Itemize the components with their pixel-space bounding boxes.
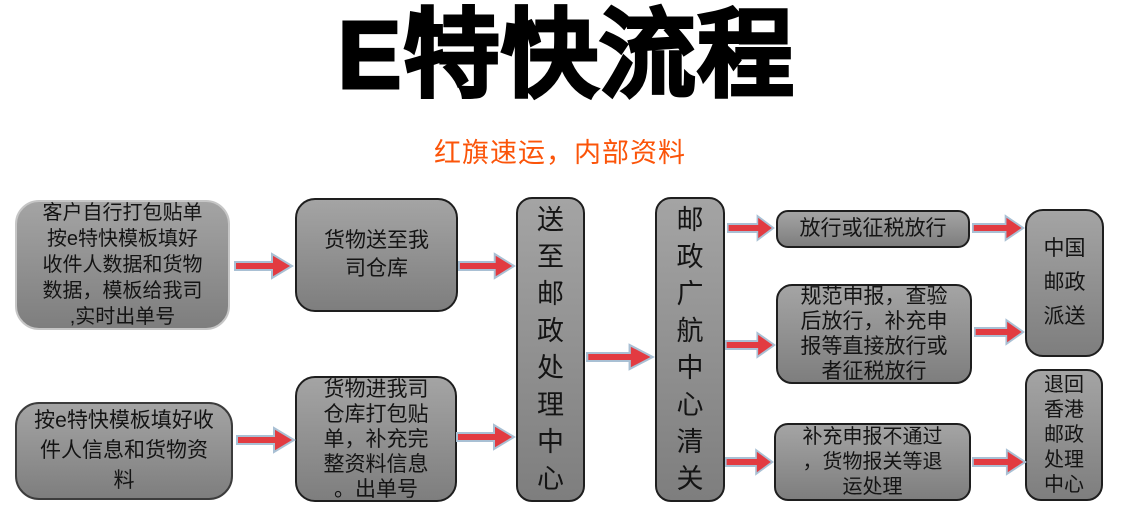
- node-label: 邮政广航中心清关: [676, 204, 704, 494]
- node-label: 货物进我司仓库打包贴单，补充完整资料信息。出单号: [323, 377, 429, 501]
- node-fill-template-info: 按e特快模板填好收件人信息和货物资料: [15, 402, 233, 500]
- node-self-pack-fill-template: 客户自行打包贴单按e特快模板填好收件人数据和货物数据，模板给我司,实时出单号: [15, 200, 230, 330]
- node-standard-declaration-release: 规范申报，查验后放行，补充申报等直接放行或者征税放行: [776, 284, 972, 384]
- node-label: 退回香港邮政处理中心: [1044, 373, 1084, 496]
- node-label: 送至邮政处理中心: [537, 204, 564, 494]
- right-arrow-icon: [236, 425, 296, 455]
- node-post-processing-center: 送至邮政处理中心: [516, 197, 585, 502]
- node-label: 客户自行打包贴单按e特快模板填好收件人数据和货物数据，模板给我司,实时出单号: [42, 202, 203, 328]
- node-label: 按e特快模板填好收件人信息和货物资料: [34, 409, 214, 492]
- node-label: 规范申报，查验后放行，补充申报等直接放行或者征税放行: [800, 285, 948, 383]
- node-goods-to-warehouse: 货物送至我司仓库: [295, 198, 458, 312]
- node-return-hk-post-center: 退回香港邮政处理中心: [1025, 369, 1103, 501]
- right-arrow-icon: [725, 330, 776, 360]
- node-goods-warehouse-pack: 货物进我司仓库打包贴单，补充完整资料信息。出单号: [295, 376, 457, 502]
- node-label: 货物送至我司仓库: [324, 229, 429, 280]
- node-declaration-failed-return: 补充申报不通过，货物报关等退运处理: [774, 423, 971, 501]
- right-arrow-icon: [725, 447, 774, 477]
- node-release-or-tax-release: 放行或征税放行: [776, 210, 970, 248]
- right-arrow-icon: [972, 213, 1025, 243]
- right-arrow-icon: [458, 251, 516, 281]
- node-postal-customs-clearance: 邮政广航中心清关: [655, 197, 725, 502]
- node-china-post-delivery: 中国邮政派送: [1025, 209, 1104, 357]
- right-arrow-icon: [727, 213, 775, 243]
- node-label: 中国邮政派送: [1043, 237, 1086, 328]
- right-arrow-icon: [456, 422, 516, 452]
- right-arrow-icon: [234, 251, 294, 281]
- right-arrow-icon: [586, 342, 655, 372]
- right-arrow-icon: [974, 317, 1025, 347]
- page-subtitle: 红旗速运，内部资料: [434, 138, 686, 168]
- page-title: E特快流程: [336, 1, 796, 111]
- right-arrow-icon: [972, 447, 1027, 477]
- node-label: 放行或征税放行: [799, 217, 947, 240]
- node-label: 补充申报不通过，货物报关等退运处理: [802, 425, 943, 498]
